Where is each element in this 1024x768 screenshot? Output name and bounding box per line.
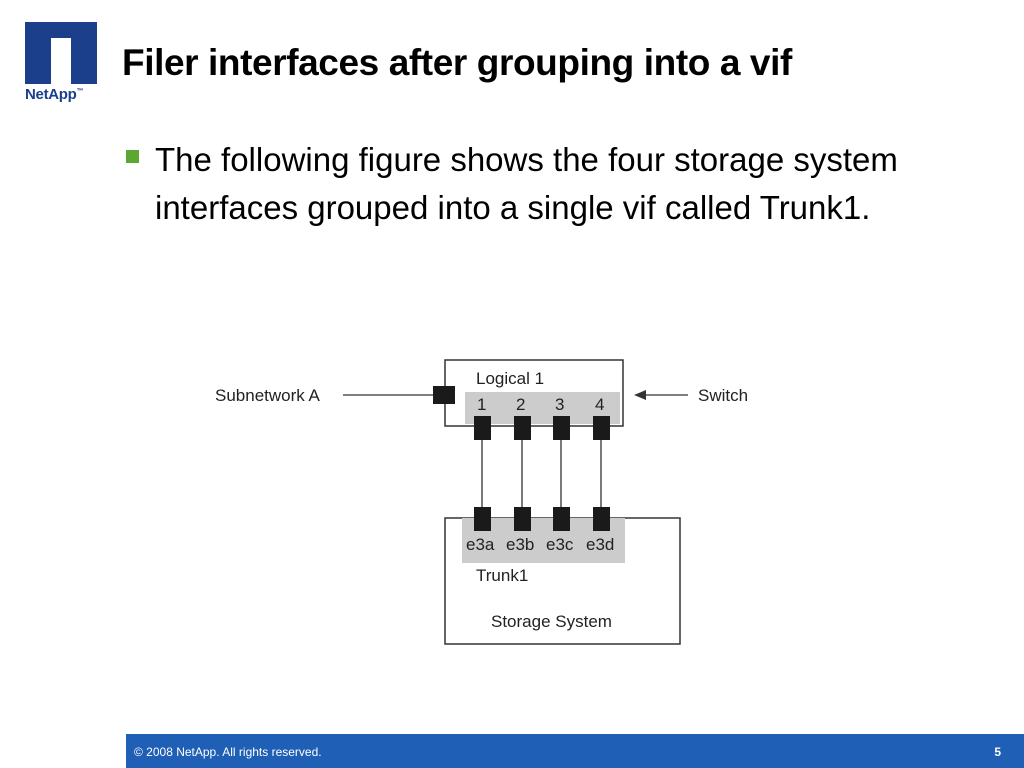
interface-label: e3c xyxy=(546,535,574,554)
trunk-label: Trunk1 xyxy=(476,566,528,585)
interface-label: e3a xyxy=(466,535,495,554)
switch-box-label: Logical 1 xyxy=(476,369,544,388)
port-label: 4 xyxy=(595,395,604,414)
switch-label: Switch xyxy=(698,386,748,405)
logo-wordmark: NetApp™ xyxy=(25,86,84,103)
port-label: 2 xyxy=(516,395,525,414)
storage-port xyxy=(514,507,531,531)
bullet-text: The following figure shows the four stor… xyxy=(155,141,898,226)
port-label: 1 xyxy=(477,395,486,414)
switch-port xyxy=(593,416,610,440)
storage-port xyxy=(474,507,491,531)
switch-port xyxy=(514,416,531,440)
storage-port xyxy=(593,507,610,531)
bullet-marker xyxy=(126,150,139,163)
footer-bar: © 2008 NetApp. All rights reserved. 5 xyxy=(126,734,1024,768)
interface-label: e3d xyxy=(586,535,614,554)
page-number: 5 xyxy=(994,745,1001,759)
storage-port xyxy=(553,507,570,531)
interface-label: e3b xyxy=(506,535,534,554)
switch-port xyxy=(474,416,491,440)
slide-title: Filer interfaces after grouping into a v… xyxy=(122,42,792,83)
port-label: 3 xyxy=(555,395,564,414)
storage-system-label: Storage System xyxy=(491,612,612,631)
copyright-text: © 2008 NetApp. All rights reserved. xyxy=(134,745,322,759)
netapp-logo-icon xyxy=(25,22,97,84)
switch-port xyxy=(553,416,570,440)
subnet-connector xyxy=(433,386,455,404)
subnet-label: Subnetwork A xyxy=(215,386,321,405)
vif-diagram: Logical 1 Subnetwork A Switch 1 2 3 4 e3… xyxy=(200,350,800,660)
